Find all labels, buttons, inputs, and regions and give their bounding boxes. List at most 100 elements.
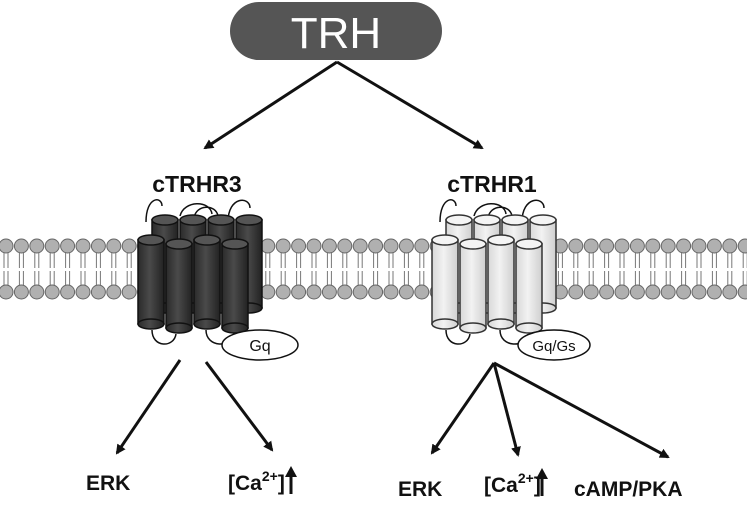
lipid-head (614, 284, 630, 300)
g-protein-gq-label: Gq (249, 338, 270, 355)
lipid-head (13, 284, 29, 300)
receptor-ctrhr1 (431, 199, 557, 345)
arrow-ctrhr1-to-calcium (492, 362, 521, 457)
lipid-head (60, 284, 76, 300)
output-calcium-ctrhr1: [Ca2+] (484, 470, 541, 497)
lipid-head (583, 284, 599, 300)
lipid-head (13, 238, 29, 254)
lipid-head (352, 238, 368, 254)
arrow-ctrhr1-to-erk (430, 362, 496, 455)
output-camp-pka: cAMP/PKA (574, 478, 683, 501)
g-protein-gq: Gq (221, 329, 299, 361)
lipid-head (275, 238, 291, 254)
lipid-head (106, 238, 122, 254)
lipid-head (260, 284, 276, 300)
lipid-head (676, 238, 692, 254)
g-protein-gq-gs-label: Gq/Gs (532, 338, 575, 355)
lipid-head (306, 284, 322, 300)
transmembrane-helix (459, 238, 487, 334)
lipid-head (291, 238, 307, 254)
g-protein-gq-gs: Gq/Gs (517, 329, 591, 361)
lipid-head (29, 238, 45, 254)
receptor-loop (439, 199, 457, 223)
output-erk-ctrhr1: ERK (398, 478, 442, 501)
lipid-head (275, 284, 291, 300)
lipid-head (645, 238, 661, 254)
trh-label: TRH (291, 9, 381, 58)
lipid-head (691, 284, 707, 300)
transmembrane-helix (515, 238, 543, 334)
lipid-head (568, 284, 584, 300)
lipid-head (106, 284, 122, 300)
lipid-head (75, 284, 91, 300)
arrow-ctrhr3-to-erk (115, 359, 182, 455)
up-arrow-icon (536, 468, 548, 496)
arrow-ctrhr3-to-calcium (204, 361, 274, 452)
lipid-head (398, 284, 414, 300)
output-calcium-ctrhr3: [Ca2+] (228, 468, 285, 495)
lipid-head (306, 238, 322, 254)
lipid-head (568, 238, 584, 254)
lipid-head (676, 284, 692, 300)
arrow-trh-to-ctrhr1 (336, 60, 484, 150)
lipid-head (44, 238, 60, 254)
receptor-loop (151, 329, 177, 345)
lipid-head (722, 284, 738, 300)
lipid-head (414, 284, 430, 300)
transmembrane-helix (137, 234, 165, 330)
arrow-trh-to-ctrhr3 (203, 60, 338, 150)
lipid-head (75, 238, 91, 254)
lipid-head (352, 284, 368, 300)
lipid-head (737, 284, 747, 300)
receptor-ctrhr3 (137, 199, 263, 345)
lipid-head (368, 238, 384, 254)
transmembrane-helix (487, 234, 515, 330)
output-erk-ctrhr3: ERK (86, 472, 130, 495)
transmembrane-helix (221, 238, 249, 334)
lipid-head (121, 238, 137, 254)
lipid-head (383, 238, 399, 254)
lipid-head (337, 284, 353, 300)
receptor-loop (445, 329, 471, 345)
lipid-head (260, 238, 276, 254)
lipid-head (737, 238, 747, 254)
lipid-head (337, 238, 353, 254)
lipid-head (706, 284, 722, 300)
lipid-head (629, 284, 645, 300)
lipid-head (599, 238, 615, 254)
trh-ligand: TRH (230, 2, 442, 60)
receptor-name-ctrhr3: cTRHR3 (152, 171, 241, 197)
lipid-head (368, 284, 384, 300)
lipid-head (90, 284, 106, 300)
lipid-head (29, 284, 45, 300)
lipid-head (121, 284, 137, 300)
receptor-name-ctrhr1: cTRHR1 (447, 171, 537, 197)
transmembrane-helix (165, 238, 193, 334)
lipid-head (706, 238, 722, 254)
transmembrane-helix (193, 234, 221, 330)
lipid-head (0, 284, 14, 300)
lipid-head (691, 238, 707, 254)
up-arrow-icon (285, 466, 297, 494)
lipid-head (614, 238, 630, 254)
lipid-head (383, 284, 399, 300)
lipid-head (291, 284, 307, 300)
lipid-head (321, 238, 337, 254)
arrow-ctrhr1-to-camp-pka (493, 361, 670, 459)
lipid-head (722, 238, 738, 254)
lipid-head (660, 284, 676, 300)
transmembrane-helix (431, 234, 459, 330)
lipid-head (629, 238, 645, 254)
lipid-head (645, 284, 661, 300)
lipid-head (0, 238, 14, 254)
lipid-head (660, 238, 676, 254)
receptor-loop (179, 203, 213, 217)
cell-membrane (0, 238, 747, 300)
lipid-head (90, 238, 106, 254)
receptor-loop (145, 199, 163, 223)
lipid-head (60, 238, 76, 254)
lipid-head (583, 238, 599, 254)
receptor-loop (473, 203, 507, 217)
lipid-head (398, 238, 414, 254)
